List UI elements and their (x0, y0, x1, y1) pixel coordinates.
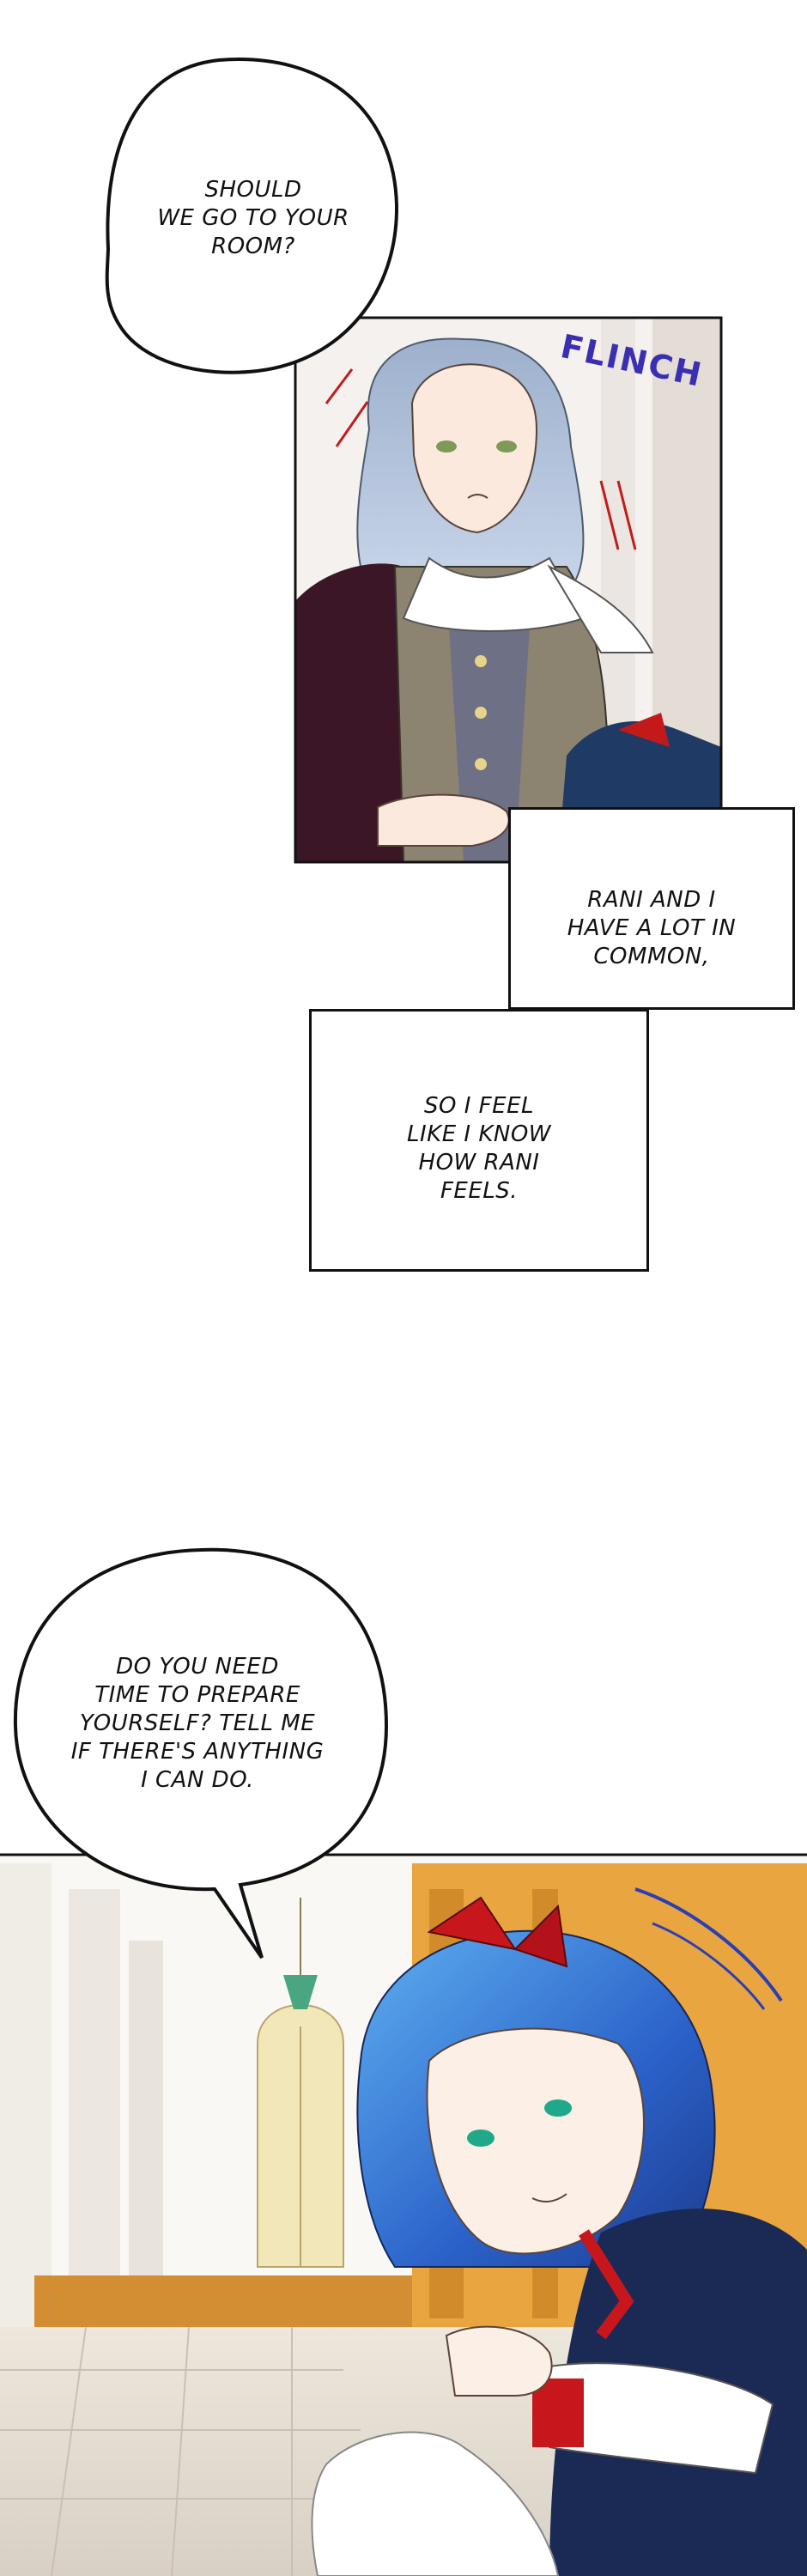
narration-box-two-text: SO I FEEL LIKE I KNOW HOW RANI FEELS. (407, 1093, 551, 1204)
panel-one-art (295, 318, 721, 862)
speech-bubble-two-text: DO YOU NEED TIME TO PREPARE YOURSELF? TE… (70, 1654, 325, 1793)
narration-box-one-text: RANI AND I HAVE A LOT IN COMMON, (567, 887, 737, 969)
narration-box-two (309, 1009, 649, 1272)
panel-two-art (0, 1855, 807, 2576)
narration-box-one (508, 807, 795, 1010)
speech-bubble-one-text: SHOULD WE GO TO YOUR ROOM? (157, 177, 349, 259)
speech-bubble-one (105, 58, 399, 374)
speech-bubble-two (13, 1547, 389, 1959)
